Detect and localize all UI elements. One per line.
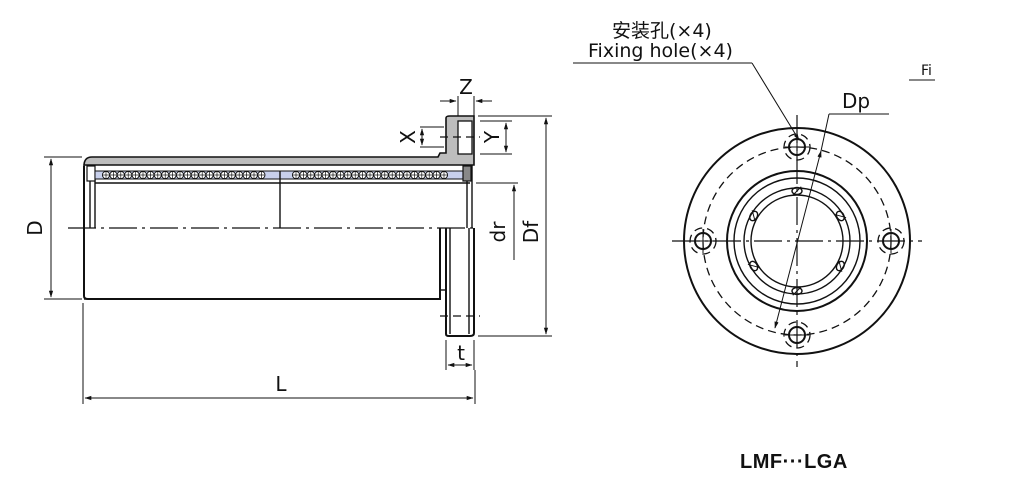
dimension-t xyxy=(445,340,475,370)
dim-label-L: L xyxy=(275,372,287,396)
dimension-Dp-line xyxy=(774,150,822,329)
ball-track xyxy=(749,260,759,272)
fixing-hole-leader xyxy=(751,62,800,141)
ball-row-right xyxy=(291,170,449,180)
front-view xyxy=(573,62,922,367)
dim-label-Z: Z xyxy=(459,75,473,99)
ball-track-mark xyxy=(834,213,847,219)
end-cap-right xyxy=(462,165,472,182)
end-cap xyxy=(86,165,96,182)
dim-label-t: t xyxy=(457,341,465,365)
ball-row-left xyxy=(101,170,266,180)
ball-track xyxy=(749,210,759,222)
dim-label-Y: Y xyxy=(480,130,504,144)
dimension-D xyxy=(44,156,82,300)
side-view xyxy=(68,115,480,337)
dimension-L xyxy=(82,303,476,404)
body-outline xyxy=(83,166,441,300)
ball-track-mark xyxy=(751,210,756,222)
dim-label-Dp: Dp xyxy=(842,89,870,113)
dimension-dr xyxy=(476,182,518,260)
corner-mark: Fi xyxy=(921,63,932,79)
housing-shell xyxy=(83,115,475,167)
flange-lower xyxy=(445,228,475,337)
dim-label-X: X xyxy=(396,130,420,144)
dimension-Z xyxy=(440,96,492,116)
model-title: LMF···LGA xyxy=(740,451,848,473)
dimension-Dp-leader xyxy=(820,113,830,152)
fixing-hole-label-en: Fixing hole(×4) xyxy=(588,40,733,62)
fixing-hole-label-cn: 安装孔(×4) xyxy=(612,20,712,42)
ball-track xyxy=(835,210,845,222)
dimension-X xyxy=(419,126,444,148)
ball-track-mark xyxy=(838,260,843,272)
dimension-Df xyxy=(478,115,552,337)
dim-label-D: D xyxy=(23,220,47,235)
ball-track xyxy=(835,260,845,272)
dimension-Y xyxy=(480,120,512,155)
dim-label-dr: dr xyxy=(486,221,510,243)
ball-track-mark xyxy=(747,263,760,269)
dim-label-Df: Df xyxy=(519,220,543,243)
